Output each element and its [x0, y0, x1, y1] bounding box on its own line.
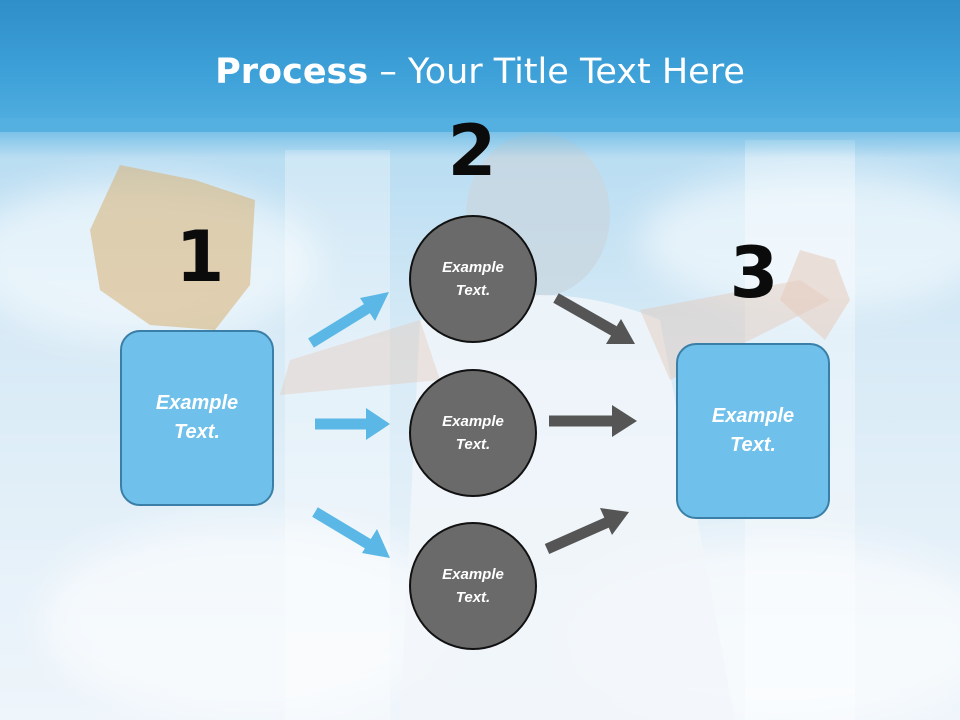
- step-number-2: 2: [447, 110, 497, 192]
- left-step-box: Example Text.: [120, 330, 274, 506]
- title-bar-fade: [0, 118, 960, 158]
- step-number-1: 1: [175, 216, 225, 298]
- title-bold: Process: [215, 52, 369, 92]
- middle-circle-bottom: Example Text.: [409, 522, 537, 650]
- step-number-3: 3: [729, 232, 779, 314]
- cloud: [40, 520, 460, 720]
- blue-arrow-up: [308, 292, 389, 348]
- title-bar: [0, 0, 960, 132]
- blue-arrow-down: [312, 507, 390, 558]
- slide-title: Process – Your Title Text Here: [0, 52, 960, 92]
- title-rest: – Your Title Text Here: [368, 52, 745, 92]
- gray-arrow-down: [553, 293, 635, 344]
- blue-arrow-right: [315, 408, 390, 440]
- gray-arrow-right: [549, 405, 637, 437]
- right-step-box: Example Text.: [676, 343, 830, 519]
- middle-circle-center: Example Text.: [409, 369, 537, 497]
- middle-circle-top: Example Text.: [409, 215, 537, 343]
- gray-arrow-up: [544, 508, 629, 555]
